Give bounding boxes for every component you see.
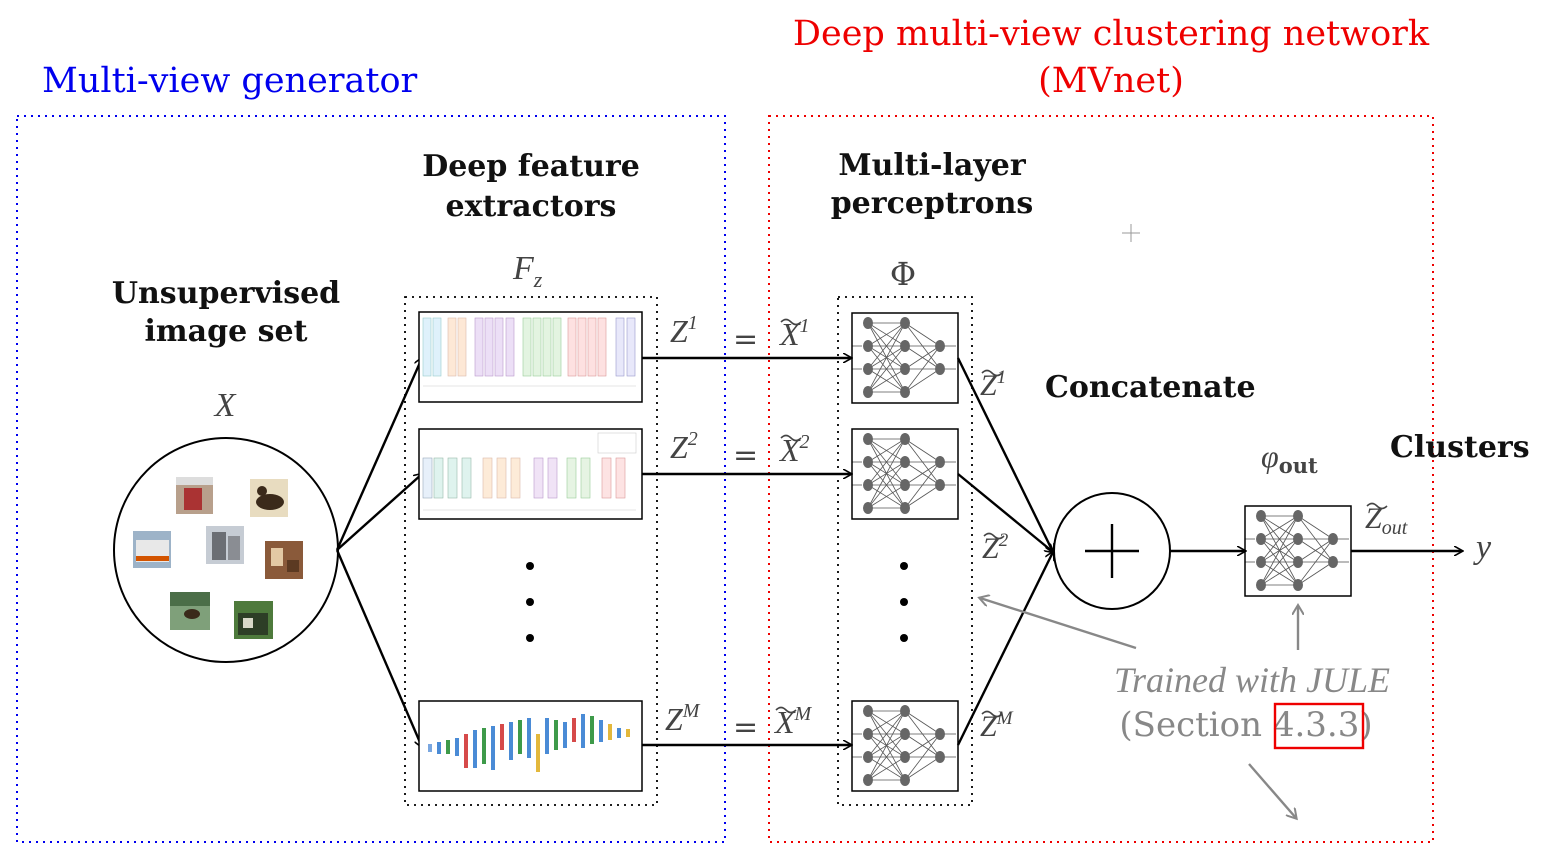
extractor-inception [418,700,643,792]
thumbnail-image [265,541,303,579]
phi-symbol: Φ [890,255,916,293]
thumbnail-image [170,592,210,630]
mlp-heading-line1: Multi-layer [838,148,1026,183]
extractors-frame [404,296,658,806]
extractor-resnet [418,428,643,520]
crosshair-mark [1122,224,1140,242]
mvnet-frame [768,115,1434,843]
output-mlp [1244,505,1352,597]
thumbnail-image [133,531,171,568]
svg-text:Z1: Z1 [980,367,1006,402]
mlp-output-label-m: ZM [980,708,1014,743]
extractor-ellipsis [526,562,534,642]
svg-text:Z2: Z2 [670,428,698,465]
mlp-network-2 [851,428,959,520]
svg-text:Z1: Z1 [670,312,698,349]
mvnet-title-line1: Deep multi-view clustering network [793,14,1430,54]
generator-title: Multi-view generator [42,61,418,101]
zout-label: Zout [1365,502,1408,539]
svg-text:=: = [733,322,758,357]
mlp-frame [837,296,973,806]
trained-label-line2: (Section 4.3.3) [1119,705,1372,745]
view-label-m: ZM = XM [665,700,813,745]
svg-text:Z2: Z2 [982,530,1009,565]
concatenate-label: Concatenate [1045,370,1256,405]
thumbnail-image [234,601,273,639]
thumbnail-image [176,477,213,514]
trained-label-line1: Trained with JULE [1114,660,1390,700]
concatenate-node [1053,492,1171,610]
mlp-output-label-1: Z1 [980,367,1006,402]
feature-arrows [642,358,851,745]
mlp-heading-line2: perceptrons [831,186,1034,221]
section-ref-link[interactable]: 4.3.3 [1273,705,1360,745]
extractor-vgg [418,311,643,403]
mlp-network-m [851,700,959,792]
generator-frame [16,115,726,843]
svg-text:Zout: Zout [1365,502,1408,539]
image-set-heading-line2: image set [145,314,308,349]
annotation-arrows [980,598,1298,818]
svg-text:ZM: ZM [980,708,1014,743]
clusters-label: Clusters [1390,430,1530,465]
extractors-heading-line1: Deep feature [422,149,640,184]
thumbnail-image [206,526,244,564]
view-label-2: Z2 = X2 [670,428,810,473]
x-symbol: X [213,387,237,424]
thumbnail-image [250,479,288,517]
mlp-network-1 [851,312,959,404]
y-symbol: y [1473,529,1492,566]
extractors-heading-line2: extractors [446,189,617,224]
fz-symbol: Fz [512,250,543,292]
svg-text:=: = [733,710,758,745]
svg-text:ZM: ZM [665,700,701,737]
merge-arrows [956,357,1053,746]
fanout-arrows [335,358,422,747]
mvnet-title-line2: (MVnet) [1038,61,1184,101]
mlp-output-label-2: Z2 [982,530,1009,565]
section-ref-box[interactable] [1273,702,1365,750]
mlp-ellipsis [900,562,908,642]
view-label-1: Z1 = X1 [670,312,810,357]
svg-text:=: = [733,438,758,473]
image-set-heading-line1: Unsupervised [112,276,340,311]
phi-out-symbol: φout [1261,438,1318,478]
image-set [113,437,339,663]
